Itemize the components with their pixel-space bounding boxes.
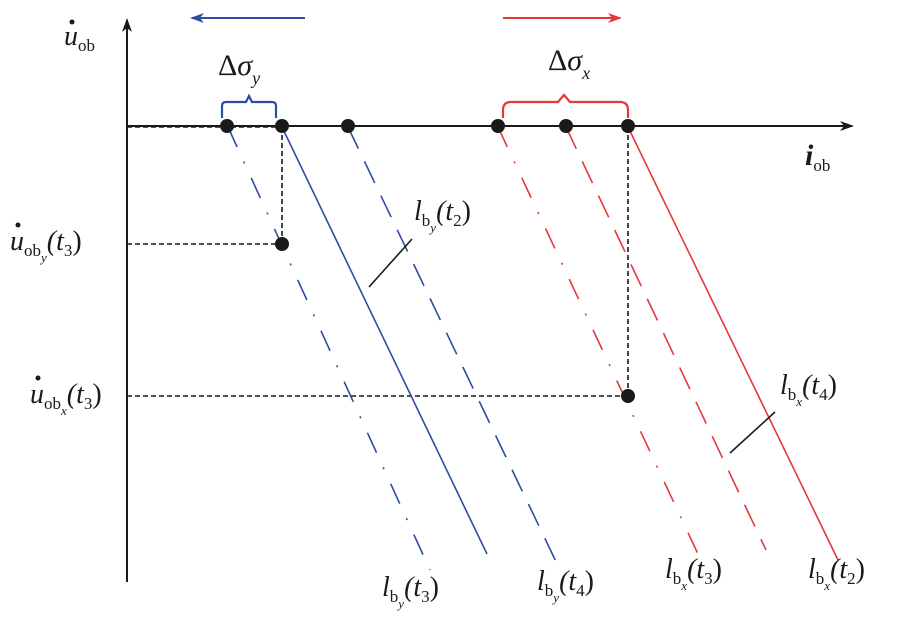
point xyxy=(559,119,573,133)
point xyxy=(275,237,289,251)
dot-accent xyxy=(15,222,21,228)
svg-text:uob: uob xyxy=(64,21,95,55)
svg-text:uobx(t3): uobx(t3) xyxy=(30,379,102,418)
label-lby-t2: lby(t2) xyxy=(414,196,471,235)
label-lbx-t4: lbx(t4) xyxy=(780,370,837,409)
load-line-by-t3 xyxy=(227,126,431,571)
guide-lines xyxy=(127,126,629,397)
point xyxy=(621,389,635,403)
label-lby-t3: lby(t3) xyxy=(382,572,439,611)
y-axis-label: uob xyxy=(64,19,95,55)
load-line-bx-t4 xyxy=(565,126,767,551)
operating-points xyxy=(220,119,635,403)
label-uobx-t3: uobx(t3) xyxy=(30,375,102,418)
blue-load-lines xyxy=(227,126,561,571)
load-line-bx-t2 xyxy=(627,126,839,561)
leader-lbx-t4 xyxy=(729,411,776,454)
dot-accent xyxy=(69,19,75,25)
label-lbx-t3: lbx(t3) xyxy=(665,554,722,593)
brace-delta-x xyxy=(501,93,630,118)
label-delta-sigma-x: Δσx xyxy=(548,44,590,83)
point xyxy=(341,119,355,133)
load-line-bx-t3 xyxy=(497,126,699,555)
red-load-lines xyxy=(497,126,839,561)
load-line-by-t4 xyxy=(347,126,561,571)
leader-lby-t2 xyxy=(368,238,413,288)
x-axis-label: iob xyxy=(805,139,830,175)
label-uoby-t3: uoby(t3) xyxy=(10,222,82,265)
point xyxy=(491,119,505,133)
label-lbx-t2: lbx(t2) xyxy=(808,554,865,593)
point xyxy=(275,119,289,133)
svg-text:uoby(t3): uoby(t3) xyxy=(10,226,82,265)
load-line-by-t2 xyxy=(281,126,488,555)
point xyxy=(220,119,234,133)
svg-text:iob: iob xyxy=(805,139,830,175)
label-lby-t4: lby(t4) xyxy=(537,566,594,605)
label-delta-sigma-y: Δσy xyxy=(218,49,260,88)
brace-delta-y xyxy=(220,93,278,118)
dot-accent xyxy=(35,375,41,381)
point xyxy=(621,119,635,133)
